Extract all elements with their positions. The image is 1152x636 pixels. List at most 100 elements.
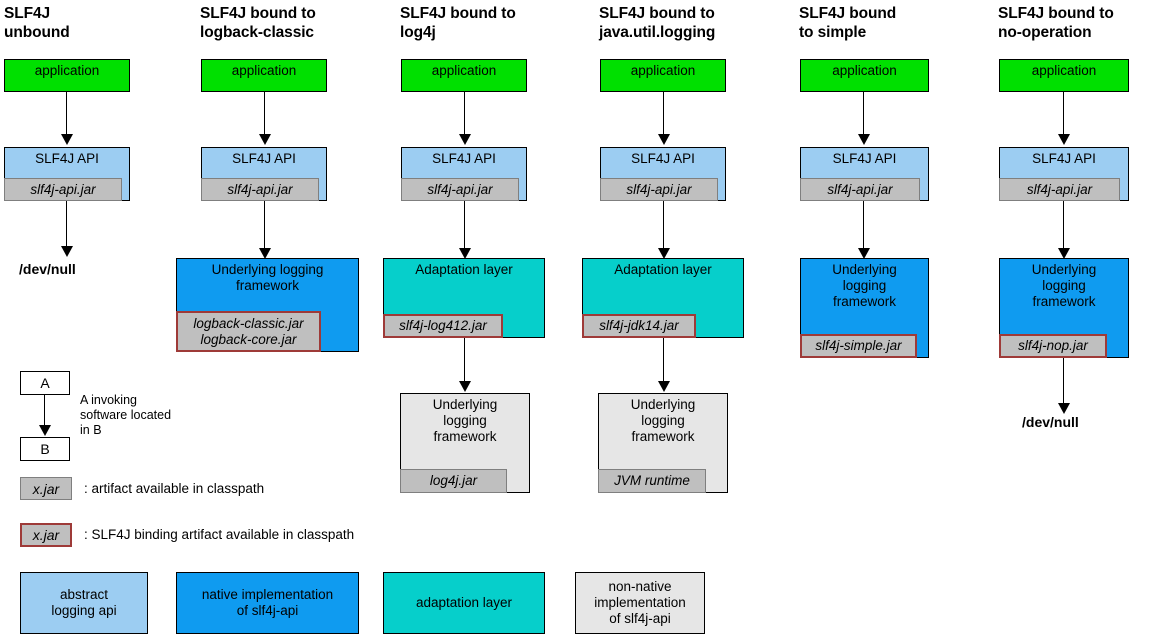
box-label: SLF4J API: [1032, 151, 1096, 166]
box-label: application: [34, 63, 100, 78]
box-underlying-framework-jul: Underlying logging framework JVM runtime: [598, 393, 728, 493]
box-label: application: [832, 63, 897, 78]
legend-box-a: A: [20, 371, 70, 395]
box-label: Underlying logging framework: [1031, 262, 1097, 309]
box-label: application: [1031, 63, 1097, 78]
arrow-line: [464, 92, 465, 135]
box-label: Adaptation layer: [614, 262, 712, 277]
box-underlying-framework-nop: Underlying logging framework slf4j-nop.j…: [999, 258, 1129, 358]
box-label: application: [431, 63, 497, 78]
jar-chip-binding: slf4j-nop.jar: [999, 334, 1107, 358]
box-label: SLF4J API: [432, 151, 496, 166]
legend-artifact-caption: : artifact available in classpath: [84, 481, 265, 496]
box-label: SLF4J API: [35, 151, 99, 166]
legend-swatch-non-native-implementation: non-native implementation of slf4j-api: [575, 572, 705, 634]
jar-chip: log4j.jar: [400, 469, 507, 493]
jar-chip: slf4j-api.jar: [800, 178, 920, 201]
arrow-line: [863, 201, 864, 249]
box-label: application: [231, 63, 297, 78]
arrow-head: [259, 134, 271, 145]
arrow-line: [663, 92, 664, 135]
box-application-logback: application: [201, 59, 327, 92]
column-title-log4j: SLF4J bound to log4j: [400, 5, 516, 41]
arrow-line: [863, 92, 864, 135]
box-underlying-framework-log4j: Underlying logging framework log4j.jar: [400, 393, 530, 493]
jar-chip: slf4j-api.jar: [600, 178, 718, 201]
arrow-line: [663, 338, 664, 382]
box-label: application: [630, 63, 696, 78]
arrow-head: [61, 246, 73, 257]
jar-chip: slf4j-api.jar: [401, 178, 519, 201]
box-slf4j-api-nop: SLF4J API slf4j-api.jar: [999, 147, 1129, 201]
box-application-nop: application: [999, 59, 1129, 92]
terminal-dev-null-unbound: /dev/null: [19, 261, 76, 277]
box-slf4j-api-logback: SLF4J API slf4j-api.jar: [201, 147, 327, 201]
legend-swatch-adaptation-layer: adaptation layer: [383, 572, 545, 634]
arrow-head: [1058, 248, 1070, 259]
box-adaptation-layer-jul: Adaptation layer slf4j-jdk14.jar: [582, 258, 744, 338]
box-underlying-framework-logback: Underlying logging framework logback-cla…: [176, 258, 359, 352]
jar-chip: JVM runtime: [598, 469, 706, 493]
arrow-line: [1063, 358, 1064, 404]
jar-chip-binding: slf4j-log412.jar: [383, 314, 503, 338]
arrow-line: [464, 201, 465, 249]
box-slf4j-api-unbound: SLF4J API slf4j-api.jar: [4, 147, 130, 201]
arrow-line: [1063, 92, 1064, 135]
arrow-head: [658, 134, 670, 145]
box-label: Underlying logging framework: [432, 397, 498, 444]
box-application-unbound: application: [4, 59, 130, 92]
arrow-head: [858, 248, 870, 259]
legend-binding-artifact-caption: : SLF4J binding artifact available in cl…: [84, 527, 355, 542]
legend-swatch-abstract-logging-api: abstract logging api: [20, 572, 148, 634]
box-adaptation-layer-log4j: Adaptation layer slf4j-log412.jar: [383, 258, 545, 338]
jar-chip-binding: logback-classic.jar logback-core.jar: [176, 311, 321, 352]
box-application-log4j: application: [401, 59, 527, 92]
box-label: Underlying logging framework: [630, 397, 696, 444]
arrow-line: [464, 338, 465, 382]
arrow-head: [658, 381, 670, 392]
column-title-simple: SLF4J bound to simple: [799, 5, 897, 41]
arrow-head: [1058, 403, 1070, 414]
arrow-head: [858, 134, 870, 145]
jar-chip: slf4j-api.jar: [4, 178, 122, 201]
arrow-line: [1063, 201, 1064, 249]
box-underlying-framework-simple: Underlying logging framework slf4j-simpl…: [800, 258, 929, 358]
arrow-head: [259, 248, 271, 259]
box-label: Underlying logging framework: [832, 262, 897, 309]
legend-chip-binding-artifact: x.jar: [20, 523, 72, 547]
column-title-unbound: SLF4J unbound: [4, 5, 70, 41]
column-title-no-operation: SLF4J bound to no-operation: [998, 5, 1114, 41]
legend-arrow-line: [44, 395, 45, 426]
arrow-line: [66, 92, 67, 135]
box-slf4j-api-simple: SLF4J API slf4j-api.jar: [800, 147, 929, 201]
column-title-logback-classic: SLF4J bound to logback-classic: [200, 5, 316, 41]
box-label: SLF4J API: [832, 151, 897, 166]
jar-chip: slf4j-api.jar: [999, 178, 1120, 201]
legend-box-b: B: [20, 437, 70, 461]
box-slf4j-api-jul: SLF4J API slf4j-api.jar: [600, 147, 726, 201]
box-label: Underlying logging framework: [211, 262, 324, 293]
jar-chip: slf4j-api.jar: [201, 178, 319, 201]
legend-chip-artifact: x.jar: [20, 477, 72, 500]
legend-swatch-native-implementation: native implementation of slf4j-api: [176, 572, 359, 634]
box-label: SLF4J API: [232, 151, 296, 166]
box-label: Adaptation layer: [415, 262, 513, 277]
box-application-jul: application: [600, 59, 726, 92]
box-application-simple: application: [800, 59, 929, 92]
arrow-head: [658, 248, 670, 259]
legend-arrow-head: [39, 425, 51, 436]
jar-chip-binding: slf4j-simple.jar: [800, 334, 917, 358]
arrow-head: [459, 381, 471, 392]
arrow-head: [459, 134, 471, 145]
arrow-head: [1058, 134, 1070, 145]
jar-chip-binding: slf4j-jdk14.jar: [582, 314, 696, 338]
terminal-dev-null-nop: /dev/null: [1022, 414, 1079, 430]
arrow-line: [66, 201, 67, 247]
column-title-java-util-logging: SLF4J bound to java.util.logging: [599, 5, 716, 41]
box-slf4j-api-log4j: SLF4J API slf4j-api.jar: [401, 147, 527, 201]
arrow-head: [61, 134, 73, 145]
arrow-head: [459, 248, 471, 259]
arrow-line: [264, 201, 265, 249]
box-label: SLF4J API: [631, 151, 695, 166]
